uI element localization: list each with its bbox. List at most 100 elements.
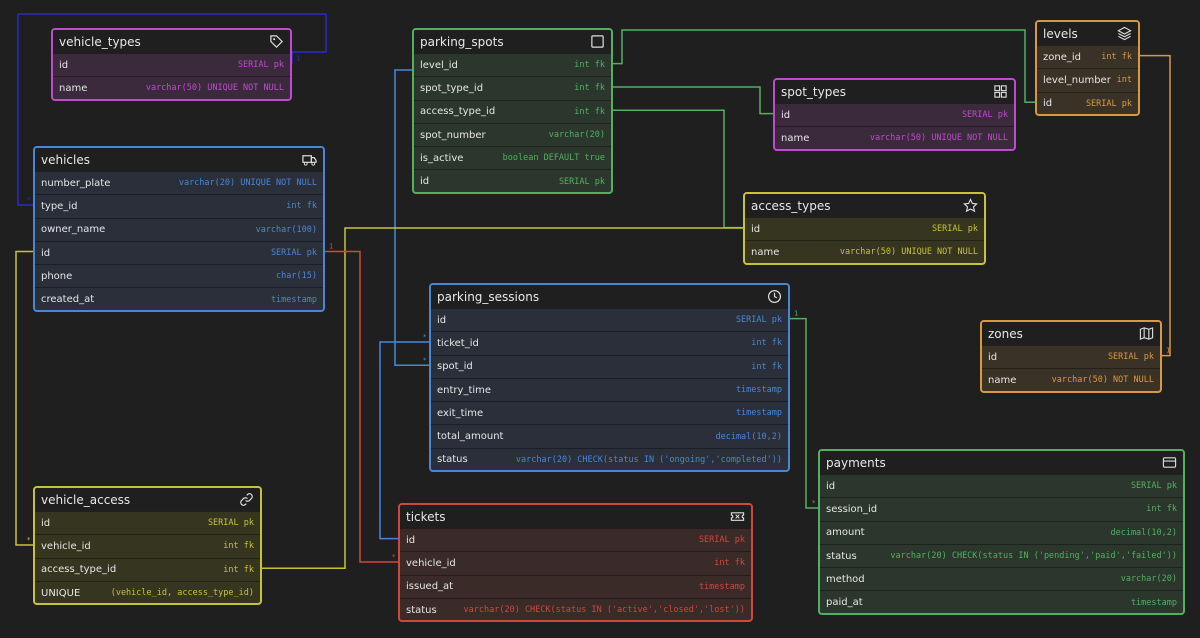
- table-title: spot_types: [781, 84, 846, 99]
- table-title: tickets: [406, 509, 446, 524]
- table-title: access_types: [751, 198, 831, 213]
- column-row[interactable]: id SERIAL pk: [1037, 91, 1138, 114]
- map-icon: [1139, 327, 1154, 340]
- cardinality-many: *: [423, 356, 427, 364]
- column-name: status: [406, 604, 437, 616]
- table-header[interactable]: payments: [820, 451, 1183, 474]
- column-name: owner_name: [41, 224, 106, 236]
- column-type: timestamp: [735, 385, 782, 396]
- table-title: parking_sessions: [437, 289, 540, 304]
- cardinality-one: 1: [1166, 347, 1170, 355]
- table-title: vehicle_access: [41, 492, 131, 507]
- column-name: id: [1043, 98, 1053, 110]
- column-row[interactable]: UNIQUE(vehicle_id, access_type_id): [35, 580, 260, 603]
- column-name: paid_at: [826, 597, 863, 609]
- column-type: timestamp: [1130, 597, 1177, 608]
- table-header[interactable]: vehicles: [35, 148, 323, 171]
- column-name: id: [41, 247, 51, 259]
- column-row[interactable]: level_number int: [1037, 68, 1138, 91]
- column-name: total_amount: [437, 431, 504, 443]
- column-type: int: [1116, 75, 1132, 86]
- column-name: name: [751, 246, 780, 258]
- column-type: int fk: [574, 83, 605, 94]
- table-header[interactable]: zones: [982, 322, 1160, 345]
- ticket-icon: [730, 512, 745, 521]
- table-header[interactable]: levels: [1037, 22, 1138, 45]
- column-name: phone: [41, 270, 73, 282]
- column-row[interactable]: vehicle_id int fk: [400, 551, 751, 574]
- table-header[interactable]: vehicle_access: [35, 488, 260, 511]
- column-type: varchar(50) UNIQUE NOT NULL: [839, 247, 978, 258]
- column-type: SERIAL pk: [1107, 352, 1154, 363]
- column-type: SERIAL pk: [1085, 98, 1132, 109]
- table-header[interactable]: access_types: [745, 194, 984, 217]
- cardinality-one: 1: [794, 310, 798, 318]
- column-row[interactable]: name varchar(50) UNIQUE NOT NULL: [745, 240, 984, 262]
- tag-icon: [270, 35, 283, 48]
- table-header[interactable]: spot_types: [775, 80, 1014, 103]
- column-name: vehicle_id: [406, 557, 456, 569]
- column-name: level_number: [1043, 74, 1111, 86]
- column-type: int fk: [714, 558, 745, 569]
- table-header[interactable]: parking_spots: [414, 30, 611, 53]
- table-header[interactable]: vehicle_types: [53, 30, 290, 53]
- column-row[interactable]: paid_at timestamp: [820, 590, 1183, 612]
- table-header[interactable]: parking_sessions: [431, 285, 788, 308]
- column-name: type_id: [41, 200, 78, 212]
- table-header[interactable]: tickets: [400, 505, 751, 528]
- column-name: id: [781, 109, 791, 121]
- cardinality-many: *: [423, 333, 427, 341]
- column-type: timestamp: [270, 294, 317, 305]
- column-name: level_id: [420, 59, 458, 71]
